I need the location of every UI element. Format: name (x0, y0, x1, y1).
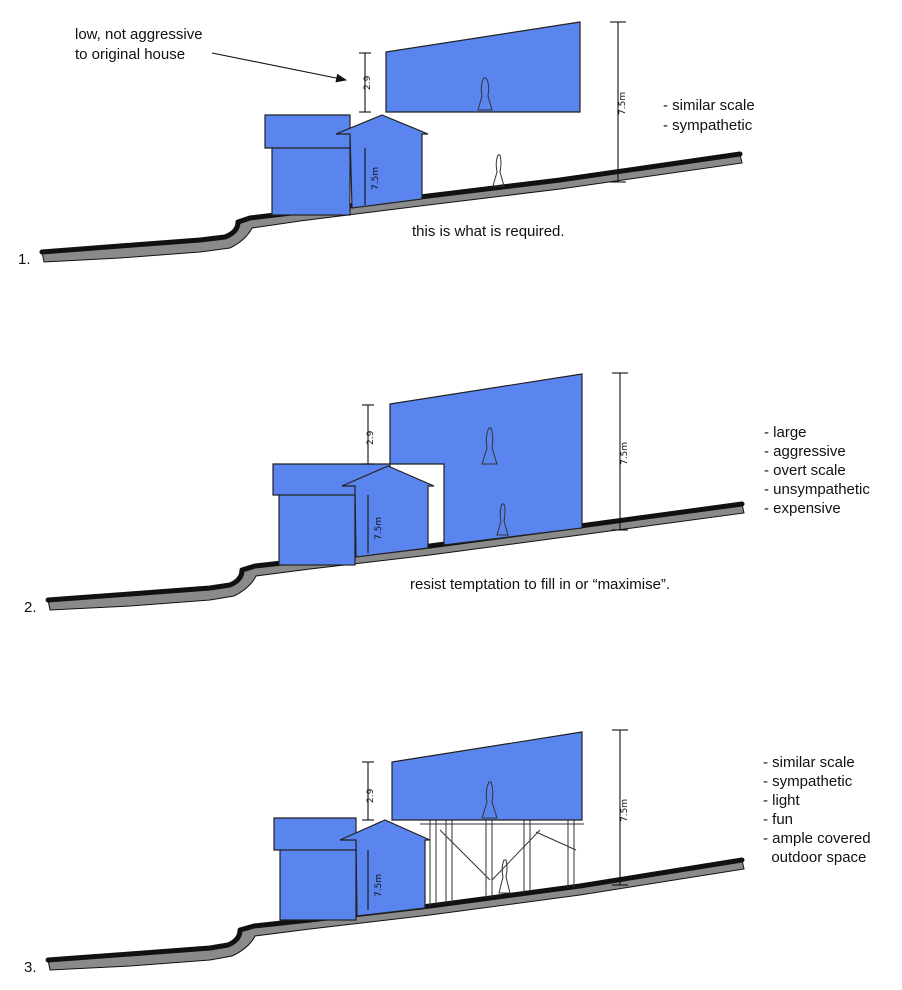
section-1-number: 1. (18, 251, 31, 268)
dimension-label-house: 7.5m (371, 167, 381, 190)
dimension-label-2-9: 2.9 (366, 430, 376, 445)
original-house-gable (341, 465, 435, 558)
original-house-shed (279, 844, 357, 921)
original-house-shed (271, 144, 351, 216)
timber-stilts (420, 820, 584, 906)
dimension-label-total: 7.5m (620, 799, 630, 822)
section-3-note: - similar scale (763, 754, 855, 771)
human-figure-small (496, 503, 509, 536)
annotation-to-original-house: to original house (75, 46, 185, 63)
section-3-number: 3. (24, 959, 37, 976)
section-3-note: - light (763, 792, 801, 809)
human-figure (481, 781, 498, 819)
dimension-label-house: 7.5m (374, 874, 384, 897)
original-house-shed (278, 489, 356, 566)
section-3-note: outdoor space (763, 849, 866, 866)
section-1: 2.9 7.5m 7.5m low, not aggressive to ori… (18, 21, 755, 268)
section-2-note: - large (764, 424, 807, 441)
section-1-caption: this is what is required. (412, 223, 565, 240)
dimension-label-total: 7.5m (618, 92, 628, 115)
section-2-note: - expensive (764, 500, 841, 517)
section-2-caption: resist temptation to fill in or “maximis… (410, 576, 670, 593)
dimension-label-2-9: 2.9 (366, 788, 376, 803)
section-2-number: 2. (24, 599, 37, 616)
human-figure-small (498, 859, 511, 894)
addition-mass-raised (391, 731, 583, 821)
dimension-label-total: 7.5m (620, 442, 630, 465)
dimension-label-2-9: 2.9 (363, 75, 373, 90)
section-2: 2.9 7.5m 7.5m resist temptation to fill … (24, 372, 870, 616)
addition-mass (385, 21, 581, 113)
section-2-note: - overt scale (764, 462, 846, 479)
section-3-note: - fun (763, 811, 793, 828)
section-2-note: - unsympathetic (764, 481, 870, 498)
original-house-roof (273, 817, 357, 851)
section-3-note: - sympathetic (763, 773, 853, 790)
original-house-gable (335, 114, 429, 209)
original-house-gable (339, 819, 431, 917)
original-house-roof (264, 114, 351, 149)
section-3-note: - ample covered (763, 830, 871, 847)
dimension-label-house: 7.5m (374, 517, 384, 540)
human-figure (481, 427, 498, 465)
annotation-low-not-aggressive: low, not aggressive (75, 26, 203, 43)
annotation-arrow (211, 52, 348, 83)
human-figure-small (492, 154, 505, 187)
section-3: 2.9 7.5m 7.5m 3. - similar scale - sympa… (24, 729, 871, 976)
section-1-note: - sympathetic (663, 117, 753, 134)
human-figure (477, 77, 493, 111)
section-1-note: - similar scale (663, 97, 755, 114)
section-2-note: - aggressive (764, 443, 846, 460)
addition-mass-large (389, 373, 583, 546)
